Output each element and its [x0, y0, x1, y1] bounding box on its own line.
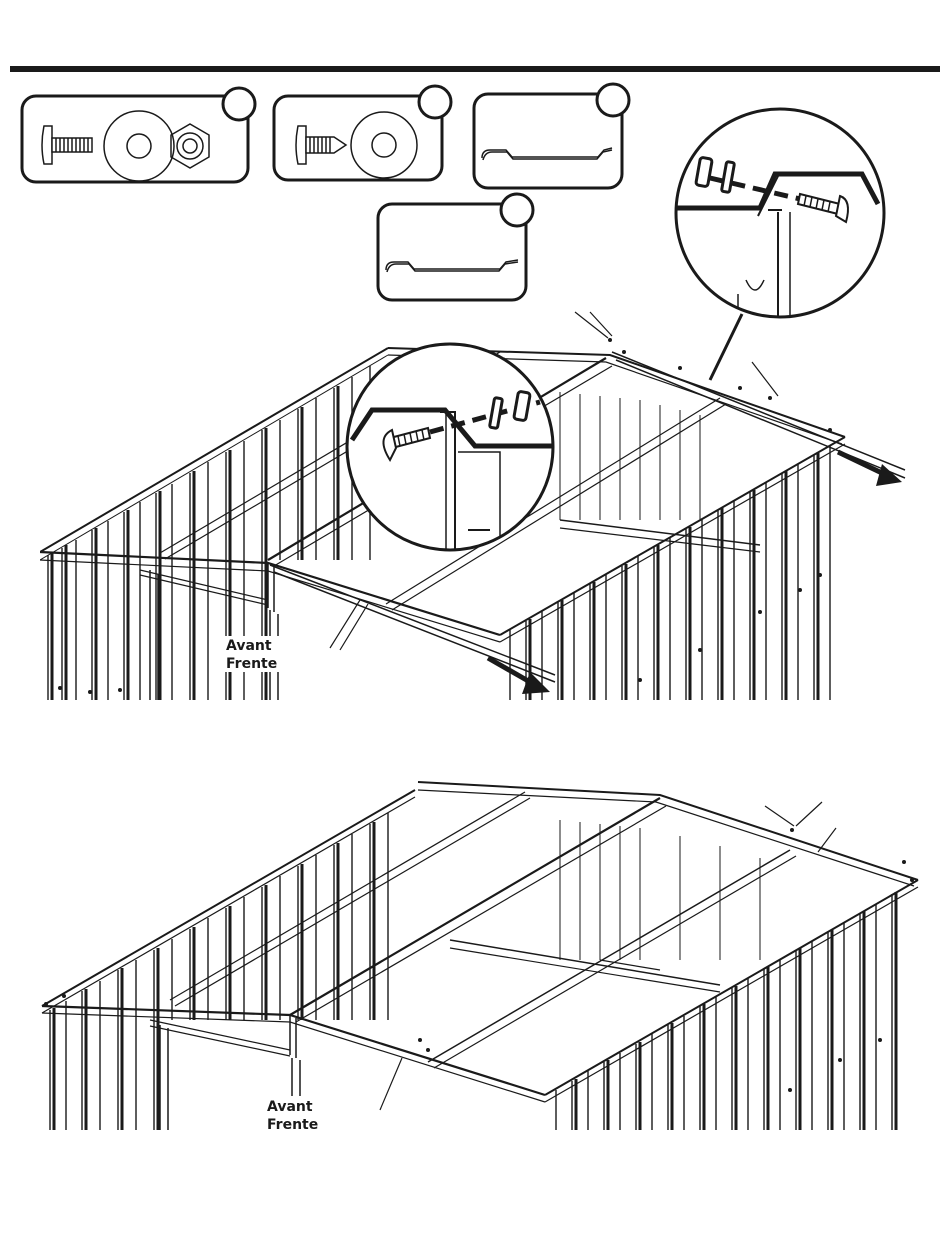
washer-icon	[104, 111, 174, 181]
nut-icon	[171, 124, 209, 168]
detail-magnifier-front	[347, 344, 560, 560]
screw-icon	[296, 126, 346, 164]
roof-panel-profile-icon	[386, 260, 518, 272]
part-number-badge	[223, 88, 255, 120]
detail-magnifier-rear	[660, 109, 884, 330]
right-wall-panels	[556, 892, 896, 1130]
part-number-badge	[597, 84, 629, 116]
front-label-es: Frente	[267, 1117, 318, 1133]
washer-icon	[351, 112, 417, 178]
bolt-icon	[42, 126, 92, 164]
part-number-badge	[501, 194, 533, 226]
right-wall-panels	[510, 446, 830, 700]
part-roof-panel-b	[378, 194, 533, 300]
magnifier-pointer	[710, 314, 742, 380]
front-label-fr: Avant	[267, 1099, 313, 1115]
lower-shed-drawing	[42, 782, 918, 1130]
front-label-es: Frente	[226, 656, 277, 672]
part-roof-panel-a	[474, 84, 629, 188]
part-screw-washer	[274, 86, 451, 180]
part-bolt-washer-nut	[22, 88, 255, 182]
front-label-fr: Avant	[226, 638, 272, 654]
slide-direction-arrow	[838, 452, 902, 486]
header-rule	[10, 66, 940, 72]
roof-panel-profile-icon	[482, 148, 612, 160]
part-number-badge	[419, 86, 451, 118]
